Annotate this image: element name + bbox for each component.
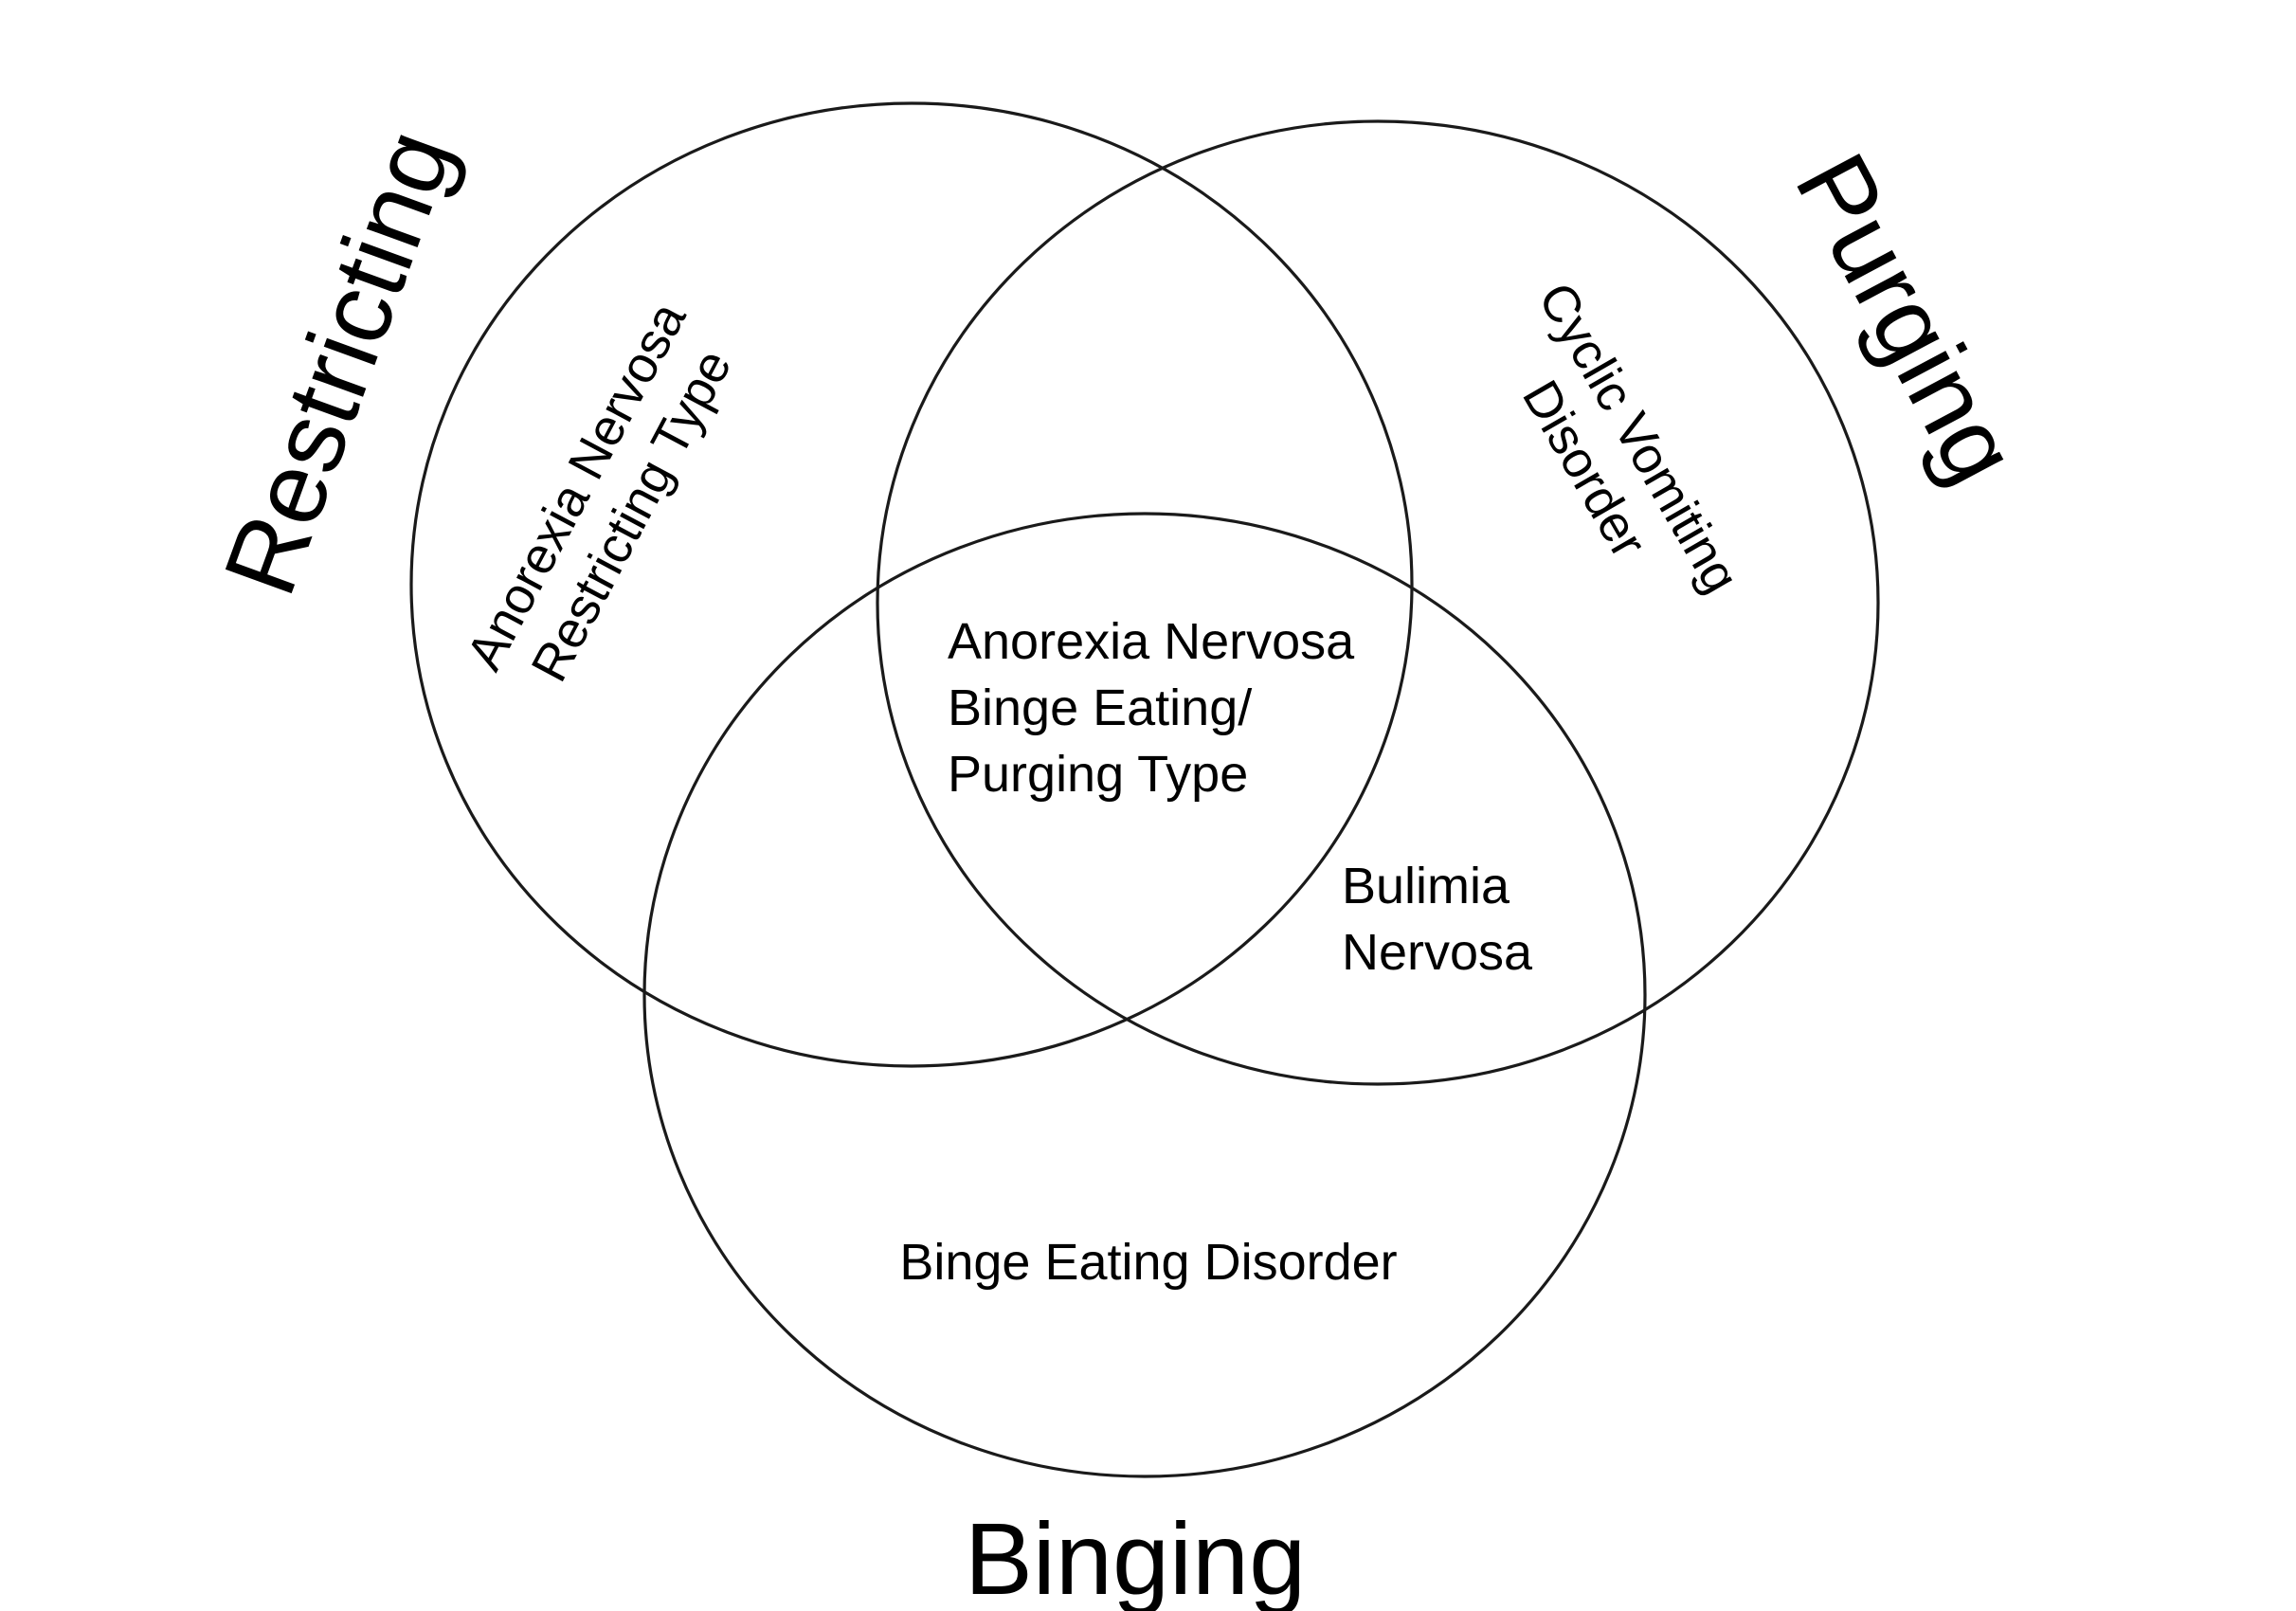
purging-circle (876, 119, 1880, 1086)
restricting-only-region-label: Anorexia Nervosa Restricting Type (456, 293, 743, 691)
restricting-circle (409, 101, 1414, 1068)
all-three-region-label: Anorexia Nervosa Binge Eating/ Purging T… (948, 613, 1355, 803)
purging-set-label: Purging (1774, 136, 2041, 500)
region-label-line: Binge Eating/ (948, 679, 1252, 736)
region-label-line: Nervosa (1342, 924, 1533, 981)
purging-binging-region-label: Bulimia Nervosa (1342, 858, 1533, 981)
binging-set-label: Binging (965, 1501, 1306, 1611)
binging-circle (642, 512, 1647, 1478)
region-label-line: Anorexia Nervosa (948, 613, 1355, 670)
binging-only-region-label: Binge Eating Disorder (899, 1234, 1397, 1291)
restricting-set-label: Restricting (201, 116, 474, 609)
region-label-line: Purging Type (948, 746, 1248, 803)
purging-only-region-label: Cyclic Vomiting Disorder (1511, 273, 1750, 602)
region-label-line: Bulimia (1342, 858, 1510, 914)
